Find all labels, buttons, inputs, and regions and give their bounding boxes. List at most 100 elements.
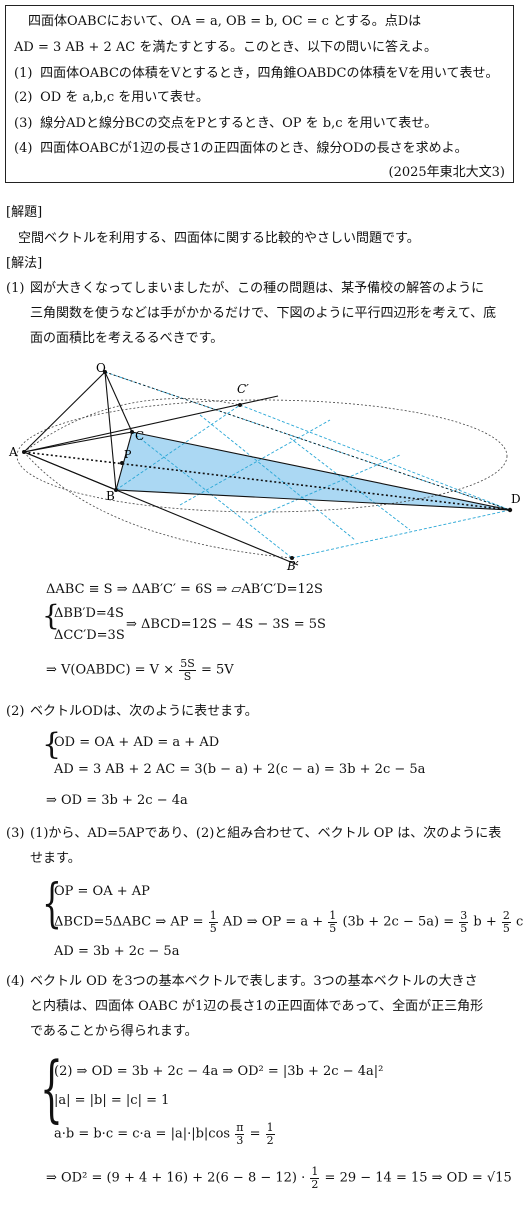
dashed-cp-d bbox=[239, 404, 511, 511]
s3-frac-2-den: 5 bbox=[329, 921, 337, 935]
s4-eq1: (2) ⇒ OD = 3b + 2c − 4a ⇒ OD² = |3b + 2c… bbox=[54, 1064, 384, 1079]
s4-line-1: ベクトル OD を3つの基本ベクトルで表します。3つの基本ベクトルの大きさ bbox=[30, 974, 478, 989]
point-o bbox=[103, 370, 107, 374]
s3-eq2b: AD ⇒ OP = a + bbox=[222, 914, 324, 930]
q2-number: (2) bbox=[14, 90, 33, 105]
line-od bbox=[104, 371, 511, 511]
s1-eq1: ΔABC ≡ S ⇒ ΔAB′C′ = 6S ⇒ ▱AB′C′D=12S bbox=[46, 582, 323, 597]
s4-eq4-frac-den: 2 bbox=[311, 1177, 319, 1191]
s1-eq3-frac-den: S bbox=[183, 669, 192, 683]
dashed-par-3 bbox=[289, 437, 411, 531]
problem-q1: (1) 四面体OABCの体積をVとするとき，四角錐OABDCの体積をVを用いて表… bbox=[14, 66, 499, 83]
s3-number: (3) bbox=[6, 826, 25, 841]
s3-eq2a: ΔBCD=5ΔABC ⇒ AP = bbox=[54, 914, 204, 930]
s4-eq4-frac-num: 1 bbox=[310, 1165, 320, 1179]
s4-number: (4) bbox=[6, 974, 25, 989]
q1-number: (1) bbox=[14, 66, 33, 81]
problem-box: 四面体OABCにおいて、OA = a, OB = b, OC = c とする。点… bbox=[5, 5, 514, 183]
s4-brace: { bbox=[40, 1046, 63, 1130]
dashed-par-2 bbox=[179, 419, 331, 506]
q4-text: 四面体OABCが1辺の長さ1の正四面体のとき、線分ODの長さを求めよ。 bbox=[40, 141, 468, 156]
s2-eq2: AD = 3 AB + 2 AC = 3(b − a) + 2(c − a) =… bbox=[54, 762, 426, 777]
s4-eq4: ⇒ OD² = (9 + 4 + 16) + 2(6 − 8 − 12) · 1… bbox=[46, 1166, 512, 1190]
s3-frac-1-num: 1 bbox=[208, 909, 218, 923]
s3-frac-3-den: 5 bbox=[460, 921, 468, 935]
point-c bbox=[130, 430, 134, 434]
point-b bbox=[114, 488, 118, 492]
line-ad bbox=[23, 451, 511, 511]
points bbox=[22, 370, 513, 560]
point-p bbox=[120, 461, 124, 465]
kaihou-label: [解法] bbox=[6, 256, 43, 271]
s4-frac-half-num: 1 bbox=[265, 1121, 275, 1135]
s3-frac-2-num: 1 bbox=[328, 909, 338, 923]
s4-frac-pi3-num: π bbox=[235, 1121, 245, 1135]
s4-frac-half-den: 2 bbox=[266, 1133, 274, 1147]
s3-brace: { bbox=[42, 874, 62, 934]
s4-frac-pi3-den: 3 bbox=[236, 1133, 244, 1147]
edge-ao bbox=[23, 371, 106, 453]
s3-eq1: OP = OA + AP bbox=[54, 884, 150, 899]
problem-line-2: AD = 3 AB + 2 AC を満たすとする。このとき、以下の問いに答えよ。 bbox=[14, 40, 438, 55]
q1-text: 四面体OABCの体積をVとするとき，四角錐OABDCの体積をVを用いて表せ。 bbox=[40, 66, 499, 81]
s4-eq3a: a·b = b·c = c·a = |a|·|b|cos bbox=[54, 1126, 231, 1142]
problem-q4: (4) 四面体OABCが1辺の長さ1の正四面体のとき、線分ODの長さを求めよ。 bbox=[14, 141, 468, 158]
s4-eq4b: = 29 − 14 = 15 ⇒ OD = √15 bbox=[324, 1170, 512, 1186]
label-cp: C′ bbox=[237, 382, 249, 396]
s3-line-1: (1)から、AD=5APであり、(2)と組み合わせて、ベクトル OP は、次のよ… bbox=[30, 826, 502, 841]
s4-line-3: であることから得られます。 bbox=[30, 1024, 198, 1039]
s1-line-2: 三角関数を使うなどは手がかかるだけで、下図のように平行四辺形を考えて、底 bbox=[30, 306, 497, 321]
dashed-par-1 bbox=[199, 414, 356, 541]
s1-eq2b: ΔCC′D=3S bbox=[54, 628, 125, 643]
s1-eq2c: ⇒ ΔBCD=12S − 4S − 3S = 5S bbox=[126, 617, 326, 632]
s4-line-2: と内積は、四面体 OABC が1辺の長さ1の正四面体であって、全面が正三角形 bbox=[30, 999, 484, 1014]
s4-eq4a: ⇒ OD² = (9 + 4 + 16) + 2(6 − 8 − 12) · bbox=[46, 1170, 306, 1186]
s1-eq3-frac-num: 5S bbox=[179, 657, 196, 671]
s3-eq2c: (3b + 2c − 5a) = bbox=[342, 914, 455, 930]
main-lines bbox=[23, 371, 511, 566]
problem-q2: (2) OD を a,b,c を用いて表せ。 bbox=[14, 90, 209, 107]
s4-eq2: |a| = |b| = |c| = 1 bbox=[54, 1093, 170, 1108]
kaidai-text: 空間ベクトルを利用する、四面体に関する比較的やさしい問題です。 bbox=[18, 231, 420, 246]
label-p: P bbox=[124, 448, 132, 461]
dotted-arc-upper bbox=[23, 398, 241, 453]
problem-source: (2025年東北大文3) bbox=[388, 165, 506, 180]
s1-eq2a: ΔBB′D=4S bbox=[54, 606, 124, 621]
edge-oc bbox=[104, 371, 133, 433]
s3-line-2: せます。 bbox=[30, 851, 81, 866]
s3-eq2d: b + bbox=[473, 914, 497, 930]
s2-brace: { bbox=[42, 727, 62, 762]
q3-text: 線分ADと線分BCの交点をPとするとき、OP を b,c を用いて表せ。 bbox=[40, 116, 438, 131]
line-a-bp bbox=[23, 451, 299, 566]
s3-frac-3-num: 3 bbox=[459, 909, 469, 923]
s1-brace: { bbox=[42, 599, 60, 632]
point-d bbox=[507, 507, 513, 513]
edge-bc bbox=[115, 431, 133, 491]
q4-number: (4) bbox=[14, 141, 33, 156]
s1-eq3-tail: = 5V bbox=[200, 662, 234, 678]
s3-frac-1-den: 5 bbox=[209, 921, 217, 935]
edge-ac bbox=[23, 431, 133, 453]
label-a: A bbox=[8, 445, 18, 459]
label-o: O bbox=[96, 361, 106, 375]
line-a-cp bbox=[23, 395, 279, 453]
edge-ob bbox=[104, 371, 117, 491]
s3-frac-4-num: 2 bbox=[501, 909, 511, 923]
dashed-b-cp bbox=[115, 404, 241, 491]
s3-eq2e: c bbox=[516, 914, 524, 930]
s2-line-1: ベクトルODは、次のように表せます。 bbox=[30, 704, 258, 719]
label-d: D bbox=[511, 492, 521, 506]
problem-line-1: 四面体OABCにおいて、OA = a, OB = b, OC = c とする。点… bbox=[28, 14, 422, 29]
dashed-bp-d bbox=[291, 509, 511, 559]
s1-line-3: 面の面積比を考えるるべきです。 bbox=[30, 331, 224, 346]
edge-bd bbox=[115, 489, 511, 511]
